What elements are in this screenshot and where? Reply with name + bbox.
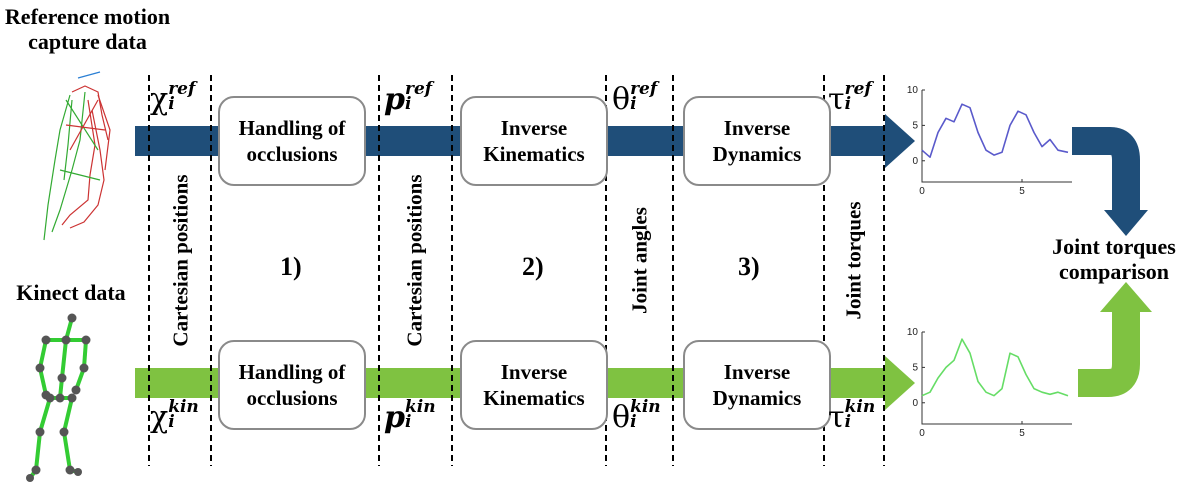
kinect-skeleton-image — [26, 313, 91, 482]
joint-torques-comparison-label: Joint torques comparison — [1052, 234, 1176, 285]
y-tick-label: 10 — [907, 85, 919, 96]
torque-series-line — [921, 338, 1069, 397]
chart-axes — [921, 332, 1072, 425]
x-tick-label: 5 — [1019, 428, 1025, 439]
x-tick-label: 5 — [1019, 186, 1025, 197]
x-tick-label: 0 — [919, 186, 925, 197]
inverse-kinematics-box-ref: Inverse Kinematics — [460, 96, 608, 186]
y-tick-label: 0 — [912, 398, 918, 409]
chart-axes — [921, 90, 1072, 183]
step-number-3: 3) — [738, 252, 760, 281]
inverse-kinematics-box-kin: Inverse Kinematics — [460, 340, 608, 430]
handling-occlusions-box-ref: Handling of occlusions — [218, 96, 366, 186]
reference-data-title: Reference motion capture data — [4, 4, 171, 55]
cartesian-positions-label-1: Cartesian positions — [168, 174, 193, 347]
kinect-torque-chart: 0 5 10 0 5 — [907, 327, 1072, 439]
kinect-data-title: Kinect data — [16, 280, 126, 305]
y-tick-label: 5 — [912, 120, 918, 131]
y-tick-label: 10 — [907, 327, 919, 338]
ref-to-comparison-arrow — [1072, 127, 1148, 236]
kin-to-comparison-arrow — [1078, 282, 1152, 397]
mocap-skeleton-image — [43, 71, 111, 241]
joint-torques-label: Joint torques — [841, 201, 866, 320]
reference-torque-chart: 0 5 10 0 5 — [907, 85, 1072, 197]
inverse-dynamics-box-kin: Inverse Dynamics — [683, 340, 831, 430]
y-tick-label: 5 — [912, 362, 918, 373]
step-number-1: 1) — [280, 252, 302, 281]
y-tick-label: 0 — [912, 156, 918, 167]
step-number-2: 2) — [522, 252, 544, 281]
handling-occlusions-box-kin: Handling of occlusions — [218, 340, 366, 430]
joint-angles-label: Joint angles — [627, 207, 652, 314]
inverse-dynamics-box-ref: Inverse Dynamics — [683, 96, 831, 186]
torque-series-line — [921, 103, 1069, 158]
cartesian-positions-label-2: Cartesian positions — [402, 174, 427, 347]
x-tick-label: 0 — [919, 428, 925, 439]
